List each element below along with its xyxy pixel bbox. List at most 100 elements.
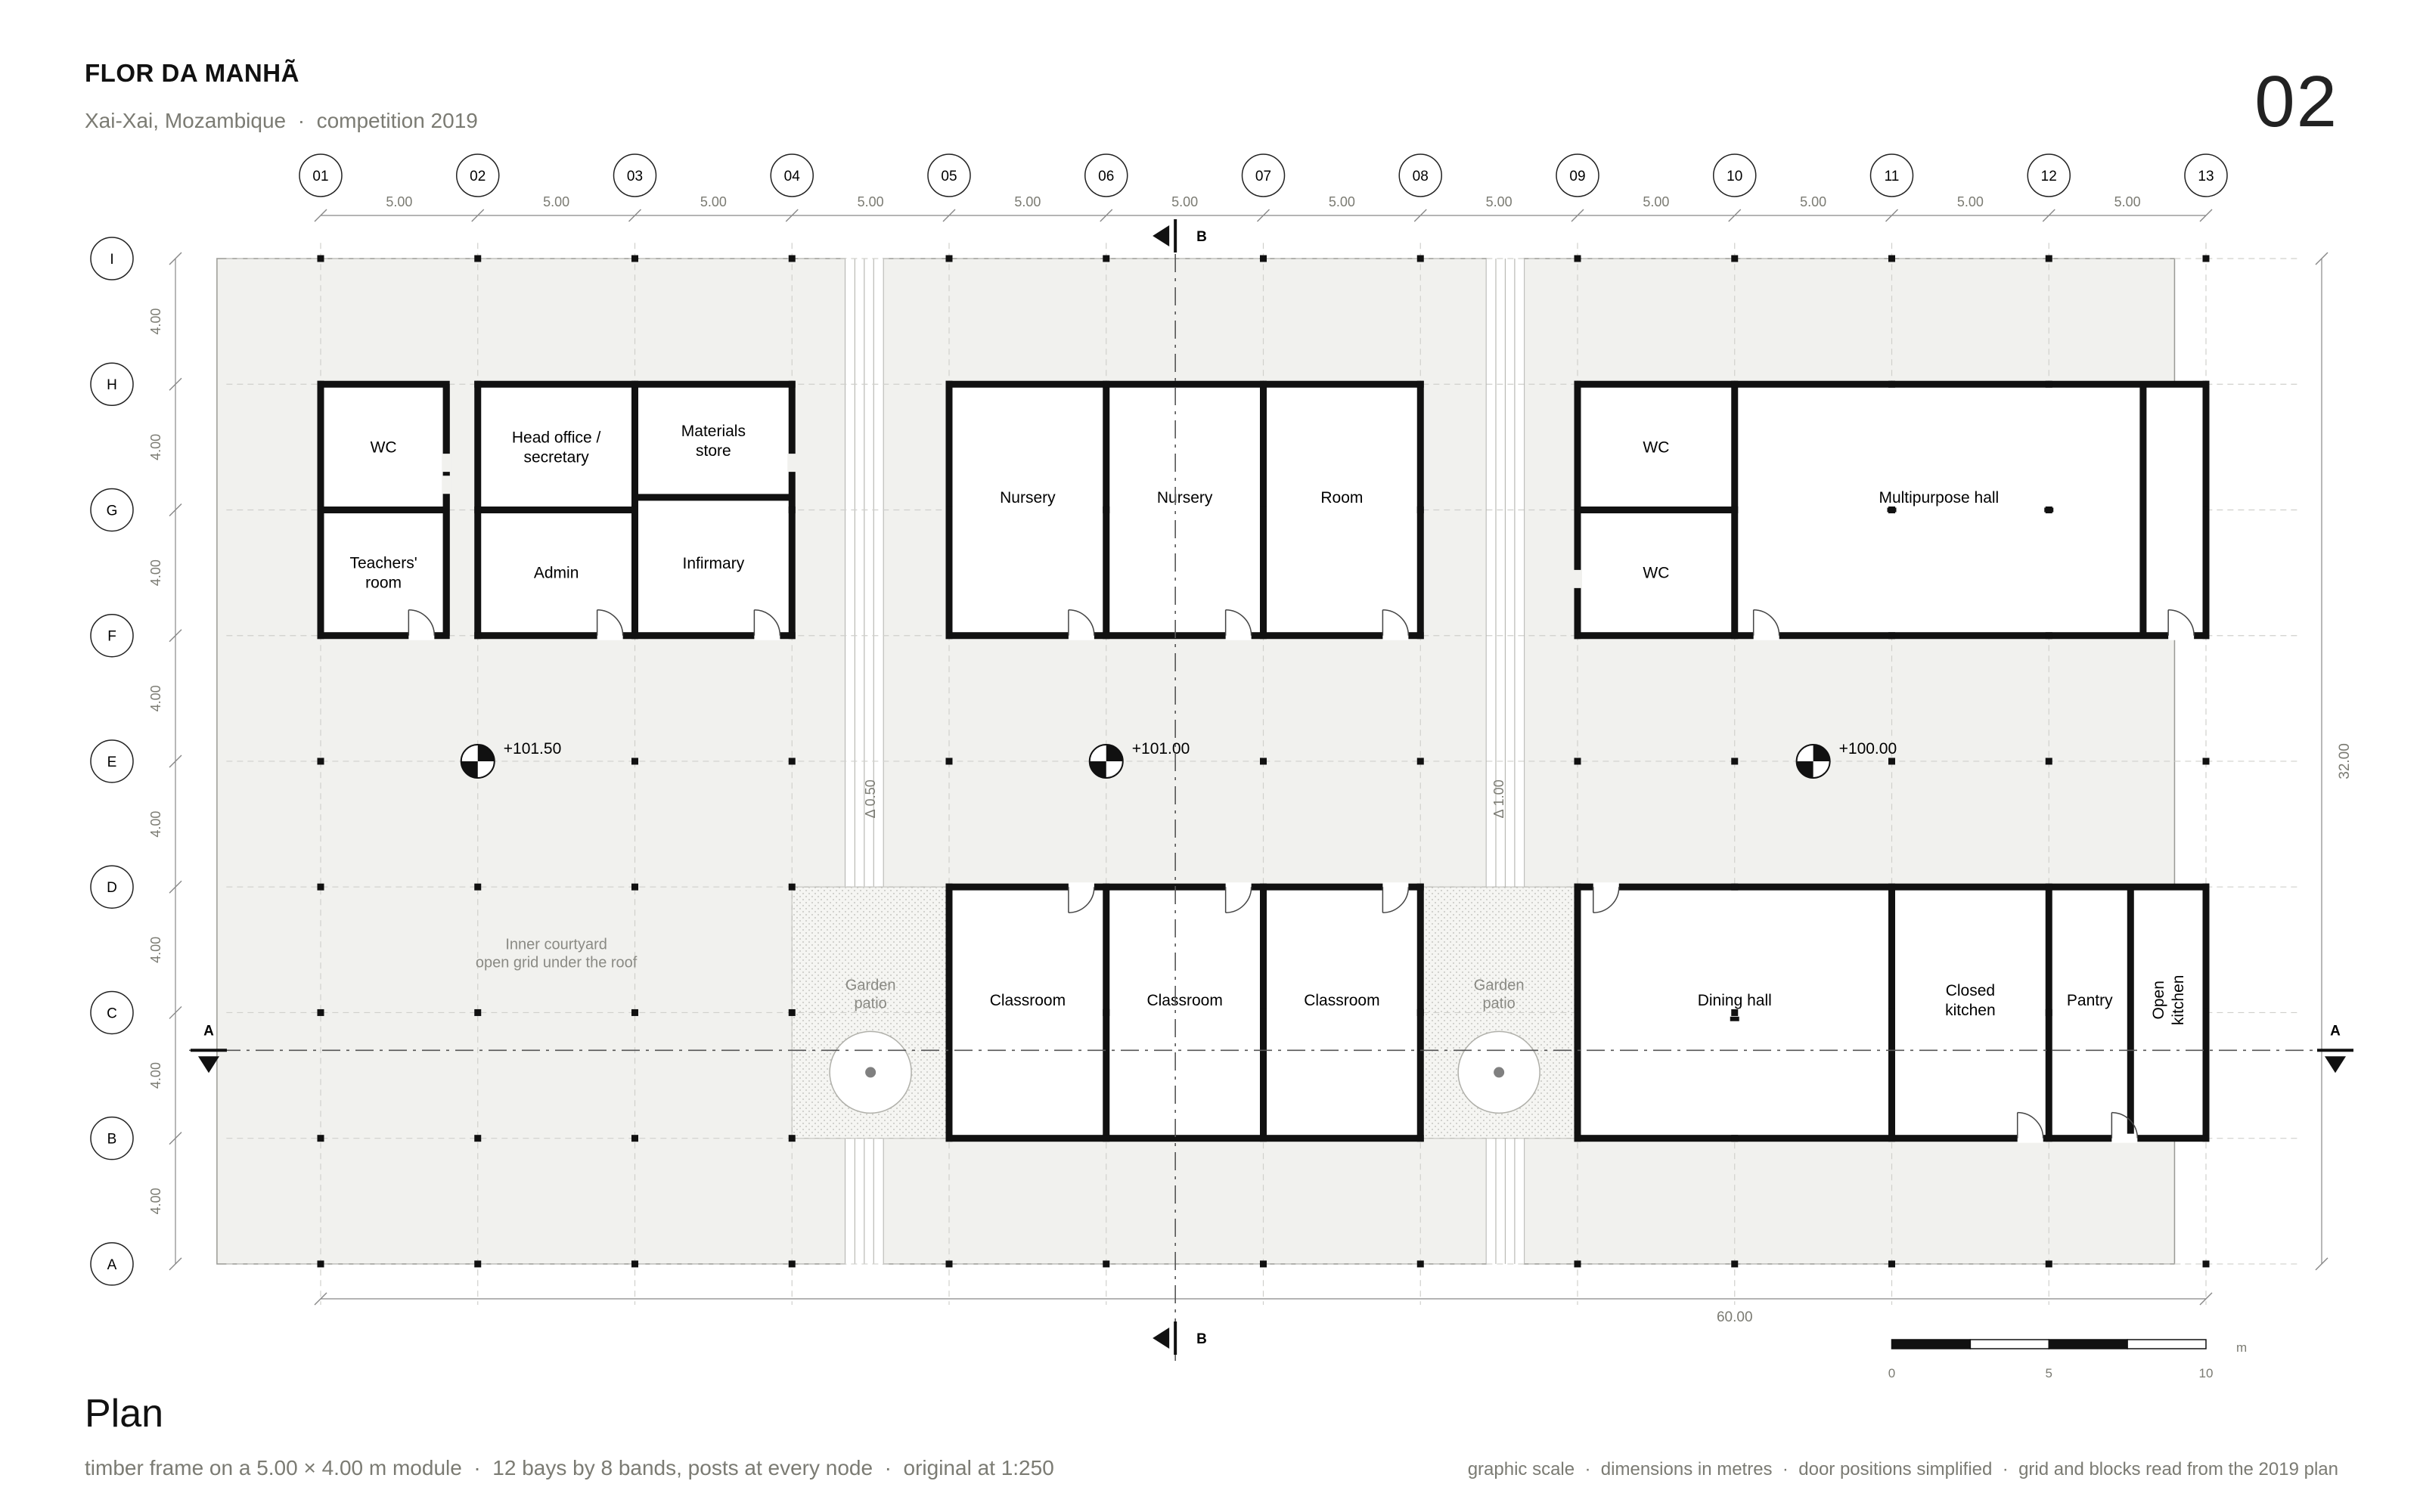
post bbox=[945, 1009, 953, 1016]
drawing-caption: timber frame on a 5.00 × 4.00 m module ·… bbox=[85, 1456, 1054, 1479]
post bbox=[1260, 506, 1267, 513]
room-floor bbox=[949, 384, 1421, 636]
post bbox=[1103, 380, 1110, 388]
room-label-line: Pantry bbox=[2067, 992, 2113, 1009]
dimension-tick bbox=[169, 629, 182, 643]
post bbox=[1103, 1135, 1110, 1142]
post bbox=[317, 506, 324, 513]
row-label: G bbox=[107, 503, 118, 519]
column-label: 13 bbox=[2198, 169, 2214, 184]
level-label: +100.00 bbox=[1839, 740, 1897, 758]
column-label: 12 bbox=[2041, 169, 2057, 184]
post bbox=[317, 1135, 324, 1142]
dimension-tick bbox=[1885, 209, 1898, 222]
note-item: door positions simplified bbox=[1798, 1459, 1993, 1479]
post bbox=[2045, 1135, 2052, 1142]
room-label-line: Classroom bbox=[1146, 992, 1222, 1009]
dimension-tick bbox=[169, 1257, 182, 1271]
dimension-tick bbox=[169, 503, 182, 516]
post bbox=[788, 632, 796, 640]
room-label: Head office /secretary bbox=[512, 429, 601, 466]
bay-dimension: 5.00 bbox=[1329, 194, 1355, 209]
column-bubble bbox=[299, 153, 343, 197]
dimension-tick bbox=[628, 209, 641, 222]
post bbox=[945, 758, 953, 765]
post bbox=[631, 883, 638, 891]
post bbox=[1574, 1135, 1581, 1142]
dimension-tick bbox=[169, 880, 182, 894]
post bbox=[788, 1260, 796, 1268]
section-arrow bbox=[198, 1056, 219, 1074]
band-dimension: 4.00 bbox=[148, 434, 163, 460]
post bbox=[474, 255, 482, 262]
post bbox=[474, 1135, 482, 1142]
row-label: C bbox=[107, 1005, 117, 1021]
post bbox=[945, 1260, 953, 1268]
room-label-line: Nursery bbox=[1157, 489, 1213, 507]
note-item: graphic scale bbox=[1467, 1459, 1575, 1479]
room-label-line: Classroom bbox=[1304, 992, 1379, 1009]
post bbox=[2045, 1009, 2052, 1016]
bay-dimension: 5.00 bbox=[1014, 194, 1041, 209]
column-label: 03 bbox=[627, 169, 643, 184]
bay-dimension: 5.00 bbox=[2114, 194, 2141, 209]
section-arrow bbox=[1153, 225, 1170, 246]
room-label: WC bbox=[371, 438, 397, 456]
post bbox=[317, 255, 324, 262]
scale-unit: m bbox=[2236, 1340, 2247, 1355]
column-bubble bbox=[1241, 153, 1286, 197]
post bbox=[2202, 1135, 2210, 1142]
room-label: Multipurpose hall bbox=[1879, 489, 1999, 507]
post bbox=[1574, 506, 1581, 513]
post bbox=[945, 506, 953, 513]
drawing-notes: graphic scale · dimensions in metres · d… bbox=[1467, 1459, 2338, 1479]
scale-bar-segment bbox=[2048, 1339, 2128, 1349]
room-label-line: Teachers' bbox=[349, 555, 417, 572]
bay-dimension: 5.00 bbox=[1171, 194, 1198, 209]
door-swing bbox=[597, 609, 624, 636]
post bbox=[1416, 632, 1424, 640]
dimension-tick bbox=[1571, 209, 1584, 222]
post bbox=[945, 1135, 953, 1142]
post bbox=[1260, 1135, 1267, 1142]
column-label: 02 bbox=[470, 169, 486, 184]
post bbox=[2202, 1260, 2210, 1268]
post bbox=[1103, 255, 1110, 262]
row-bubble bbox=[90, 488, 134, 532]
section-label: A bbox=[2330, 1023, 2341, 1039]
room-label-line: Dining hall bbox=[1698, 992, 1772, 1009]
column-bubble bbox=[1398, 153, 1442, 197]
room-label-line: Head office / bbox=[512, 429, 601, 446]
post bbox=[1416, 255, 1424, 262]
post bbox=[1574, 380, 1581, 388]
band-dimension: 4.00 bbox=[148, 1062, 163, 1089]
row-label: B bbox=[107, 1132, 117, 1148]
room-label-line: kitchen bbox=[1945, 1002, 1996, 1019]
sheet-number: 02 bbox=[2254, 61, 2338, 142]
room-label-line: Infirmary bbox=[683, 555, 745, 572]
door-swing bbox=[1753, 609, 1780, 636]
door-swing bbox=[2168, 609, 2195, 636]
door-swing bbox=[1382, 887, 1410, 913]
post bbox=[631, 632, 638, 640]
area-label-line: open grid under the roof bbox=[476, 954, 638, 971]
post bbox=[2202, 380, 2210, 388]
room-label-line: kitchen bbox=[2170, 975, 2187, 1026]
post bbox=[788, 506, 796, 513]
row-bubble bbox=[90, 362, 134, 406]
post bbox=[788, 758, 796, 765]
tree-trunk bbox=[1494, 1067, 1505, 1078]
fixture-mark bbox=[1730, 1016, 1739, 1021]
row-bubble bbox=[90, 990, 134, 1035]
post bbox=[1731, 1009, 1739, 1016]
area-label-line: Garden bbox=[845, 978, 896, 994]
room-label: Teachers'room bbox=[349, 555, 417, 592]
post bbox=[631, 1260, 638, 1268]
post bbox=[1416, 380, 1424, 388]
band-dimension: 4.00 bbox=[148, 1188, 163, 1214]
